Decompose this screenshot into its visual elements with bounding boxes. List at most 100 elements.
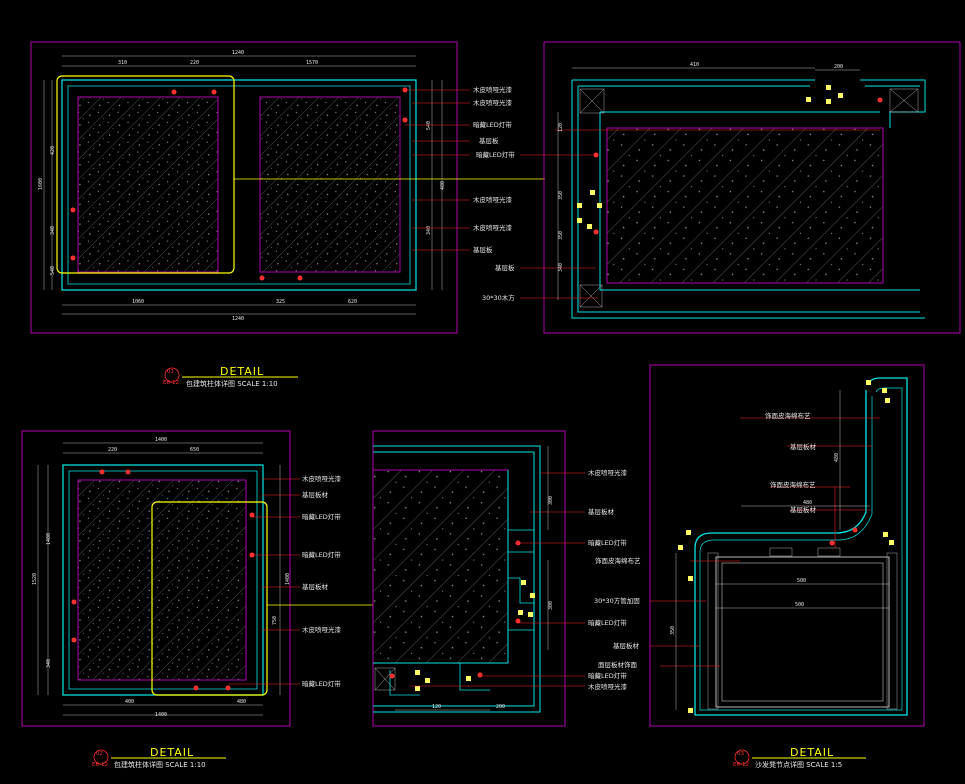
- detail-1-section-dim-2: 120: [558, 123, 564, 132]
- detail-1-label-4: 暗藏LED灯带: [476, 150, 515, 159]
- detail-1-label-9: 30*30木方: [482, 293, 515, 302]
- detail-3-label-4: 饰面皮海绵布艺: [595, 556, 641, 565]
- detail-2-core: [77, 479, 247, 681]
- detail-2-inner-wall: [68, 470, 258, 690]
- detail-2-section-dim-2: 120: [432, 704, 441, 710]
- detail-3-label-6: 基层板材: [613, 641, 640, 650]
- detail-3-label-7: 面层板材饰面: [598, 660, 638, 669]
- detail-2-dim-right-a: 1400: [285, 573, 291, 585]
- detail-2-dim-right-b: 750: [272, 616, 278, 625]
- detail-1-dim-bottom-total: 1240: [232, 316, 244, 322]
- detail-3-dim-side-a: 350: [670, 626, 676, 635]
- detail-2-section: 300 300 120 200 木皮喷哑光漆 基层板材 暗藏LED灯带 暗藏LE…: [372, 430, 628, 727]
- detail-3-title: DETAIL: [790, 746, 834, 759]
- detail-1-highlight-box: [56, 75, 235, 274]
- detail-2-label-5: 木皮喷哑光漆: [302, 625, 342, 634]
- detail-1-dim-right-b: 480: [440, 181, 446, 190]
- detail-3-label-0: 饰面皮海绵布艺: [765, 411, 811, 420]
- detail-2-dim-top-total: 1400: [155, 437, 167, 443]
- detail-1-section-dim-1: 200: [834, 64, 843, 70]
- detail-2-section-dim-0: 300: [548, 496, 554, 505]
- detail-2-label-1: 基层板材: [302, 490, 329, 499]
- detail-2-section-wall: [373, 445, 541, 713]
- detail-3-frame: [649, 364, 925, 727]
- detail-3-label-5: 30*30方管加固: [594, 596, 640, 605]
- detail-3-cushion-outer: [694, 377, 908, 716]
- detail-2-section-led-blocks: [415, 580, 535, 691]
- detail-3-cushion-inner: [699, 387, 903, 711]
- detail-2-section-core: [372, 469, 509, 664]
- detail-1-dim-top-a: 310: [118, 60, 127, 66]
- detail-1-dim-right-c: 340: [426, 226, 432, 235]
- detail-1-dim-left-c: 540: [50, 266, 56, 275]
- detail-1-plan-frame: [30, 41, 458, 334]
- detail-1-dim-top-c: 1570: [306, 60, 318, 66]
- detail-1-section-dim-3: 350: [558, 191, 564, 200]
- detail-1-label-5: 木皮喷哑光漆: [473, 195, 513, 204]
- detail-2-title: DETAIL: [150, 746, 194, 759]
- detail-1-inner-wall: [67, 85, 411, 285]
- detail-1-subtitle: 包建筑柱体详图 SCALE 1:10: [186, 379, 278, 388]
- detail-2-subtitle: 包建筑柱体详图 SCALE 1:10: [114, 760, 206, 769]
- detail-2-section-block: [374, 667, 396, 691]
- detail-3-led-blocks: [678, 380, 894, 713]
- detail-1-section-led-blocks: [577, 85, 843, 229]
- detail-1-title-block: 01 E6-12 DETAIL 包建筑柱体详图 SCALE 1:10: [163, 365, 298, 388]
- detail-1-dim-bottom-a: 1060: [132, 299, 144, 305]
- detail-3-dim-side-b: 480: [834, 453, 840, 462]
- detail-1-label-8: 基层板: [495, 263, 515, 272]
- detail-2-label-0: 木皮喷哑光漆: [302, 474, 342, 483]
- detail-2-dim-left-a: 1400: [46, 533, 52, 545]
- detail-2-dim-bottom-b: 480: [237, 699, 246, 705]
- detail-2-section-label-4: 暗藏LED灯带: [588, 671, 627, 680]
- detail-3-label-1: 基层板材: [790, 442, 817, 451]
- detail-3-dim-inner-c: 480: [803, 500, 812, 506]
- detail-1-dim-left-a: 420: [50, 146, 56, 155]
- detail-3-dim-inner-b: 500: [795, 602, 804, 608]
- detail-2-section-notches: [389, 529, 534, 696]
- detail-2-plan-frame: [21, 430, 291, 727]
- detail-1-outer-wall: [61, 79, 417, 291]
- detail-2-plan: 1400 220 650 400 480 1400 1520 1400 340 …: [21, 430, 373, 727]
- detail-2-title-block: 02 E6-12 DETAIL 包建筑柱体详图 SCALE 1:10: [92, 746, 226, 769]
- detail-3-box-inner: [721, 562, 884, 702]
- detail-2-section-label-3: 暗藏LED灯带: [588, 618, 627, 627]
- detail-3-box: [715, 556, 890, 708]
- detail-1-dim-right-a: 540: [426, 121, 432, 130]
- detail-1-section-frame: [543, 41, 961, 334]
- detail-1-panel-right: [259, 96, 401, 273]
- detail-2-label-6: 暗藏LED灯带: [302, 679, 341, 688]
- detail-2-section-label-1: 基层板材: [588, 507, 615, 516]
- detail-1-dim-left-b: 340: [50, 226, 56, 235]
- detail-1-number-circle: [164, 367, 180, 383]
- detail-3-sofa: 500 500 480 350 480 饰面皮海绵布艺 基层板材 饰面皮海绵布艺…: [594, 364, 925, 727]
- detail-3-number: 03: [737, 751, 744, 757]
- detail-1-label-6: 木皮喷哑光漆: [473, 223, 513, 232]
- detail-1-title: DETAIL: [220, 365, 264, 378]
- detail-1-section-core: [606, 127, 884, 284]
- detail-1-section-dim-4: 340: [558, 263, 564, 272]
- detail-2-dim-left-total: 1520: [32, 573, 38, 585]
- detail-3-dim-inner-a: 500: [797, 578, 806, 584]
- detail-2-section-label-0: 木皮喷哑光漆: [588, 468, 628, 477]
- detail-1-dim-left-total: 1600: [38, 178, 44, 190]
- detail-3-subtitle: 沙发凳节点详图 SCALE 1:5: [755, 760, 842, 769]
- detail-3-label-2: 饰面皮海绵布艺: [770, 480, 816, 489]
- detail-1-panel-left: [77, 96, 219, 273]
- detail-1-section-wall: [571, 79, 925, 319]
- detail-1-number: 01: [167, 369, 174, 375]
- detail-1-section-dim-0: 410: [690, 62, 699, 68]
- detail-2-dim-left-b: 340: [46, 659, 52, 668]
- detail-2-label-3: 暗藏LED灯带: [302, 550, 341, 559]
- detail-2-sheet-ref: E6-12: [92, 762, 108, 768]
- detail-2-number: 02: [96, 751, 103, 757]
- detail-2-dim-bottom-total: 1400: [155, 712, 167, 718]
- detail-1-label-3: 基层板: [479, 136, 499, 145]
- detail-1-dim-top-b: 220: [190, 60, 199, 66]
- detail-1-section-dim-5: 350: [558, 231, 564, 240]
- detail-1-dim-bottom-b: 325: [276, 299, 285, 305]
- detail-2-highlight-box: [151, 501, 268, 696]
- detail-1-section-block-low: [579, 284, 603, 308]
- detail-1-section-block: [579, 88, 605, 114]
- detail-3-title-block: 03 E6-12 DETAIL 沙发凳节点详图 SCALE 1:5: [733, 746, 866, 769]
